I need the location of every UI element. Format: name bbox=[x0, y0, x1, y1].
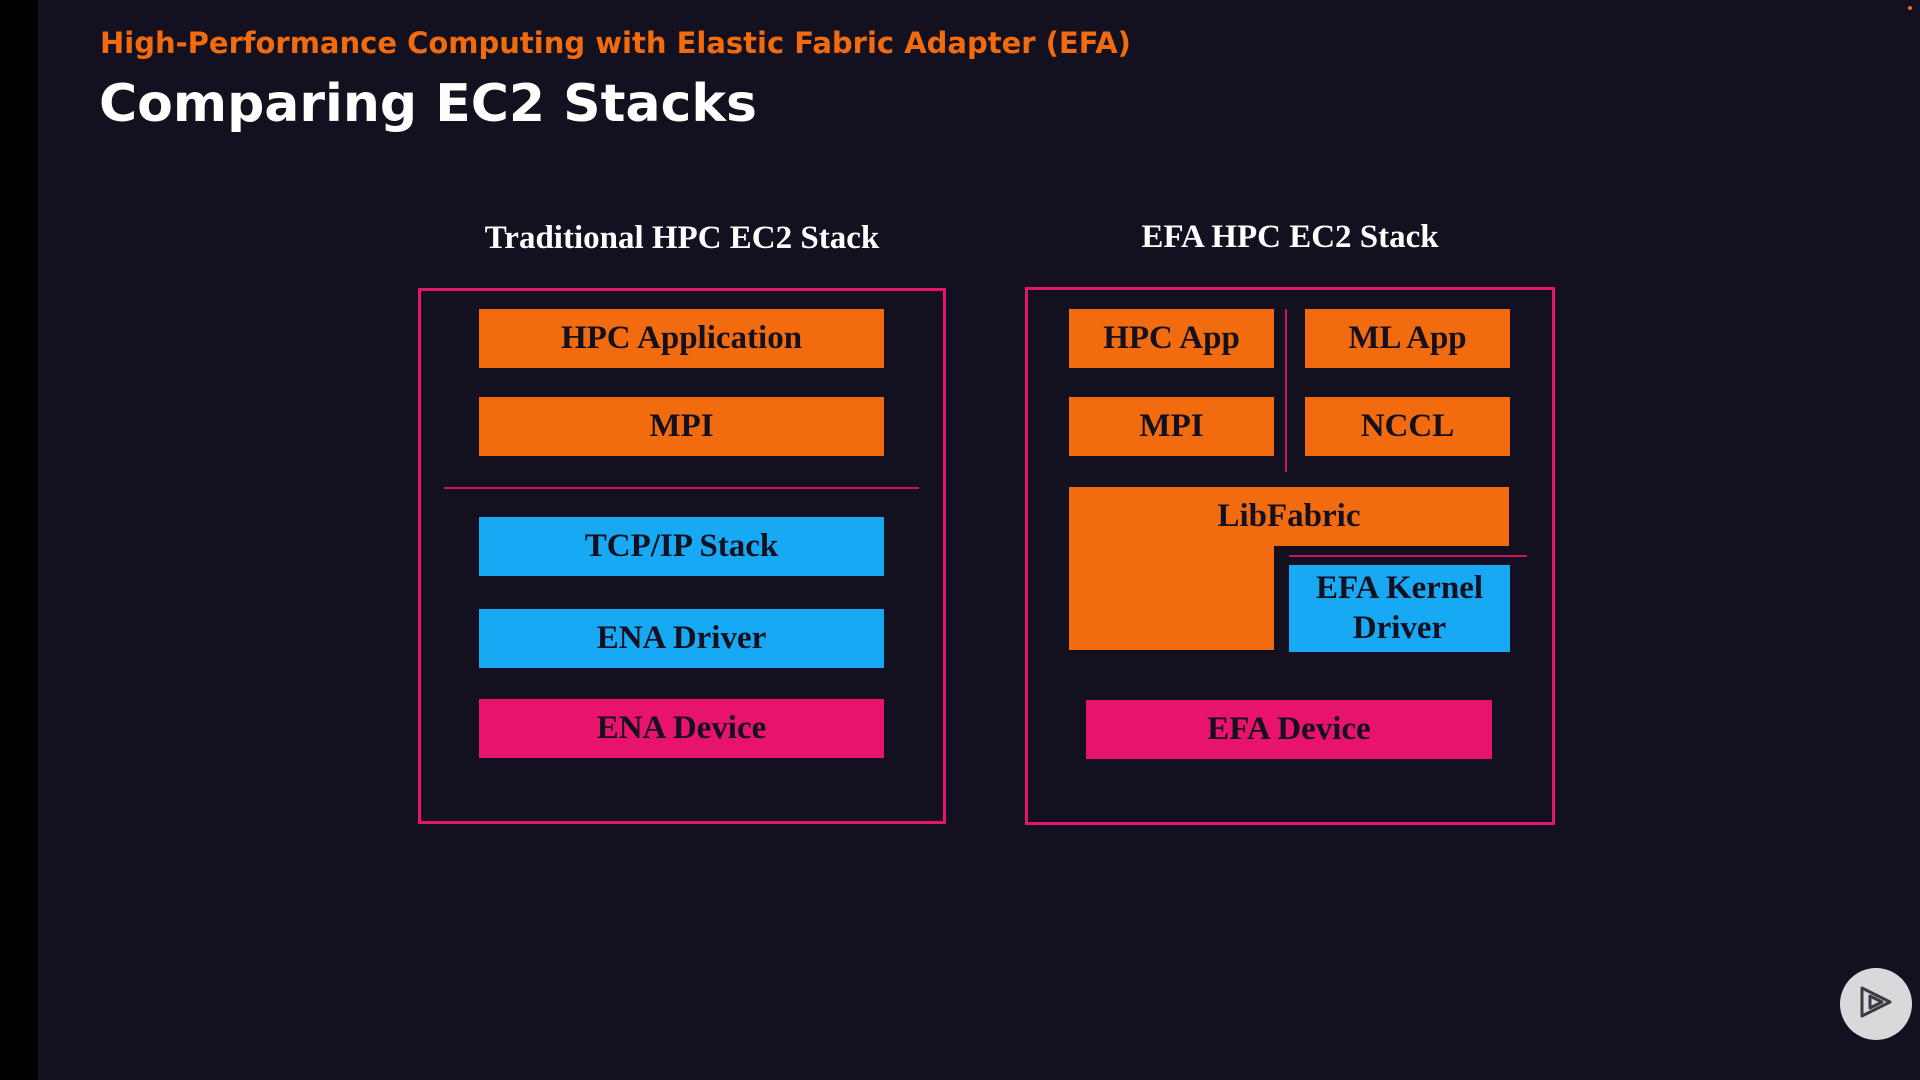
hpc-application-layer: HPC Application bbox=[479, 309, 884, 368]
tcp-ip-stack-layer: TCP/IP Stack bbox=[479, 517, 884, 576]
ena-driver-layer: ENA Driver bbox=[479, 609, 884, 668]
efa-kernel-driver-layer: EFA Kernel Driver bbox=[1289, 565, 1510, 652]
app-divider bbox=[1285, 309, 1287, 472]
traditional-stack-heading: Traditional HPC EC2 Stack bbox=[484, 220, 880, 256]
play-button[interactable] bbox=[1840, 968, 1912, 1040]
libfabric-kernel-divider bbox=[1289, 555, 1527, 557]
slide: High-Performance Computing with Elastic … bbox=[38, 0, 1920, 1080]
slide-title: Comparing EC2 Stacks bbox=[99, 74, 757, 134]
efa-mpi-layer: MPI bbox=[1069, 397, 1274, 456]
nccl-layer: NCCL bbox=[1305, 397, 1510, 456]
traditional-stack-frame bbox=[418, 288, 946, 824]
corner-indicator bbox=[1908, 6, 1912, 10]
hpc-app-layer: HPC App bbox=[1069, 309, 1274, 368]
efa-device-layer: EFA Device bbox=[1086, 700, 1492, 759]
mpi-layer: MPI bbox=[479, 397, 884, 456]
ena-device-layer: ENA Device bbox=[479, 699, 884, 758]
efa-stack-frame bbox=[1025, 287, 1555, 825]
play-icon bbox=[1856, 982, 1896, 1027]
ml-app-layer: ML App bbox=[1305, 309, 1510, 368]
slide-subtitle: High-Performance Computing with Elastic … bbox=[100, 26, 1131, 60]
efa-stack-heading: EFA HPC EC2 Stack bbox=[1141, 219, 1439, 255]
libfabric-layer: LibFabric bbox=[1069, 487, 1509, 546]
user-kernel-divider bbox=[444, 487, 919, 489]
